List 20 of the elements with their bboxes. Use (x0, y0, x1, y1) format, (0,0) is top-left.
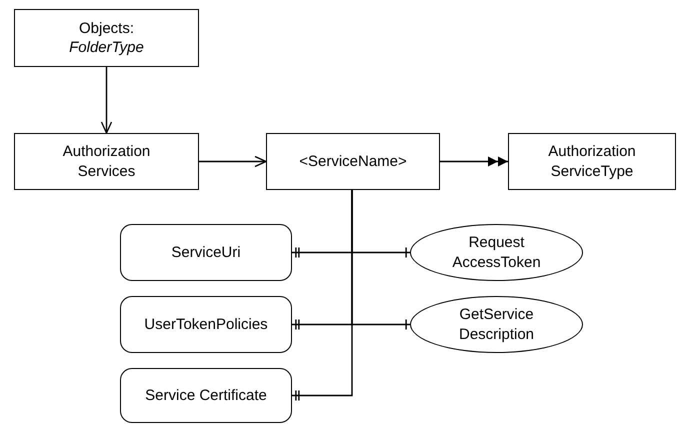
node-label: Objects: (78, 18, 134, 38)
node-label: <ServiceName> (299, 152, 407, 172)
property-box (120, 296, 292, 353)
property-box (120, 368, 292, 423)
node-label: FolderType (69, 38, 144, 58)
node-label: Request AccessToken (451, 233, 542, 272)
node-label: GetService Description (458, 305, 536, 344)
node-label: Authorization Services (62, 142, 152, 181)
node-label: ServiceUri (171, 242, 241, 262)
arrow (199, 156, 267, 168)
object-box (14, 133, 199, 190)
node-label: Authorization ServiceType (547, 142, 637, 181)
object-box (266, 133, 440, 190)
connector-line (292, 190, 353, 400)
property-box (120, 224, 292, 281)
type-box (508, 133, 676, 190)
node-label: UserTokenPolicies (144, 314, 268, 334)
object-box (14, 9, 199, 67)
node-label: Service Certificate (145, 386, 267, 406)
arrow (100, 67, 112, 134)
